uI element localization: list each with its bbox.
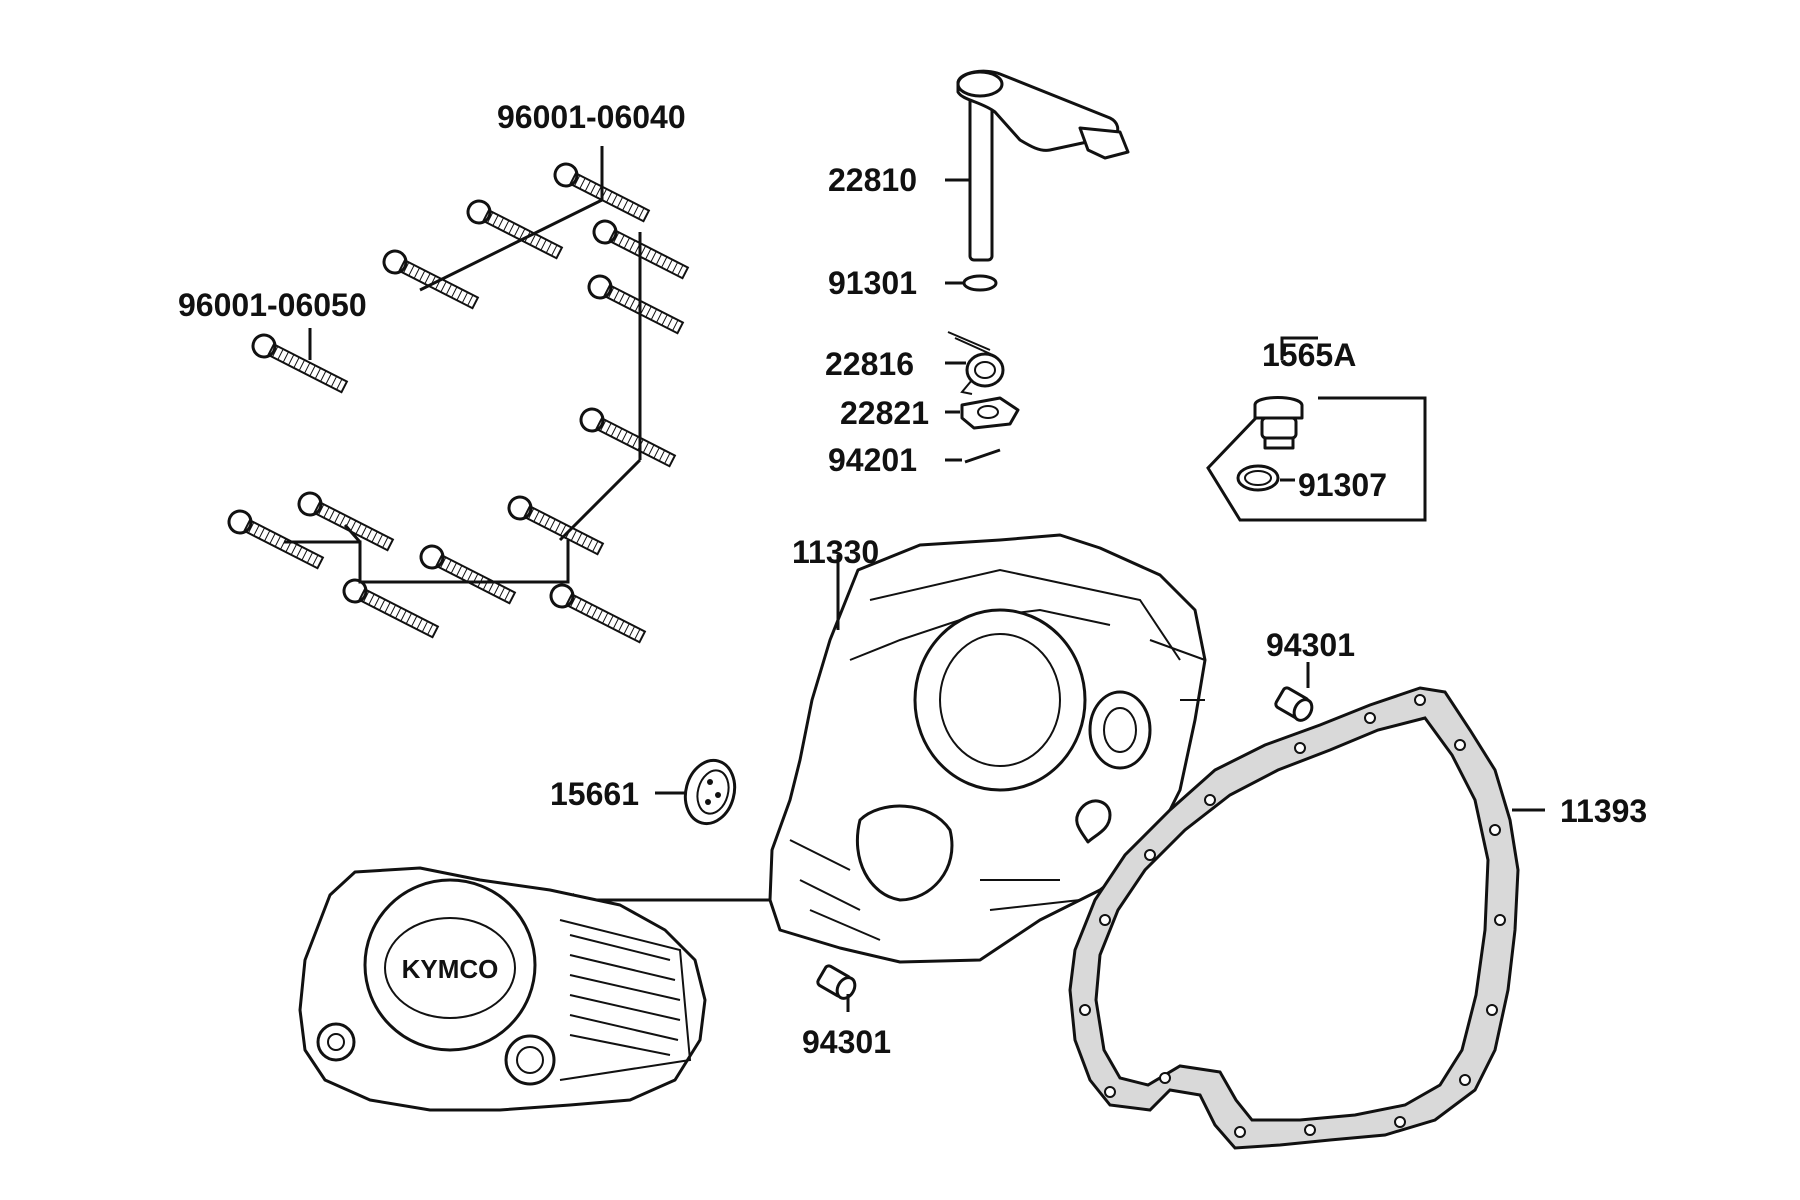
- outer-clutch-cover: KYMCO: [298, 866, 707, 1112]
- kick-shaft-22810: [945, 69, 1130, 262]
- spring-22816: [945, 331, 1005, 395]
- label-15661: 15661: [550, 776, 639, 812]
- bolt-06050: [247, 328, 351, 399]
- kymco-logo-disc: [363, 878, 537, 1052]
- label-11393: 11393: [1560, 793, 1647, 829]
- crankcase-cover-11330: [560, 533, 1207, 964]
- label-94301-bottom: 94301: [802, 1024, 891, 1060]
- ratchet-22821: [945, 396, 1020, 430]
- label-94301-top: 94301: [1266, 627, 1355, 663]
- label-94201: 94201: [828, 442, 917, 478]
- bolt-group-06040: [223, 146, 692, 649]
- washer-91301: [945, 274, 998, 292]
- dowel-94301-top: [1274, 662, 1314, 722]
- label-91307: 91307: [1298, 467, 1387, 503]
- label-96001-06040: 96001-06040: [497, 99, 686, 135]
- label-22810: 22810: [828, 162, 917, 198]
- dowel-94301-bottom: [816, 964, 857, 1012]
- kymco-logo-text: KYMCO: [402, 954, 499, 984]
- label-22821: 22821: [840, 395, 929, 431]
- pin-94201: [945, 448, 1001, 464]
- oil-seal-15661: [655, 758, 737, 826]
- label-22816: 22816: [825, 346, 914, 382]
- label-96001-06050: 96001-06050: [178, 287, 367, 323]
- label-91301: 91301: [828, 265, 917, 301]
- gasket-11393: [1068, 686, 1545, 1150]
- label-11330: 11330: [792, 534, 879, 570]
- label-1565A: 1565A: [1262, 337, 1356, 373]
- oil-plug-group-1565A: [1206, 336, 1427, 522]
